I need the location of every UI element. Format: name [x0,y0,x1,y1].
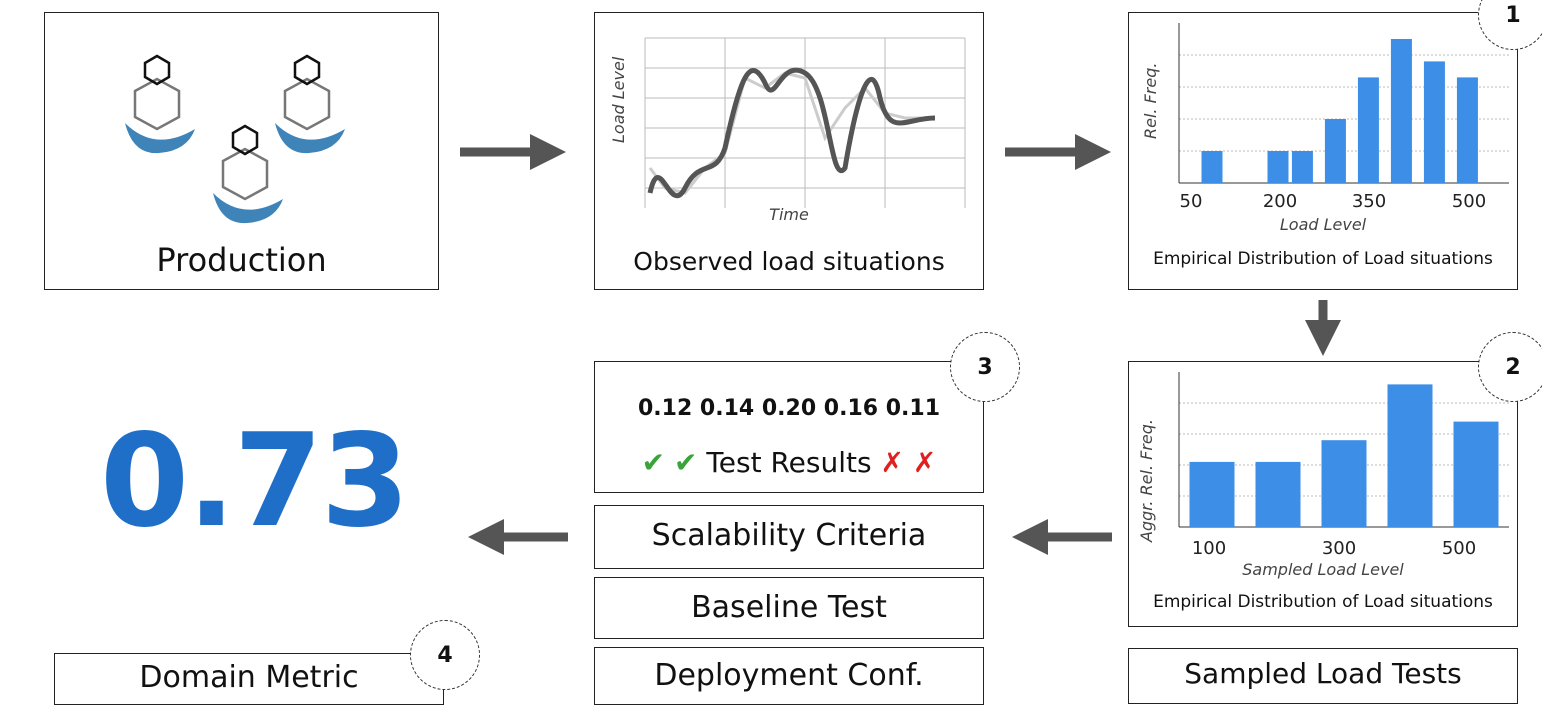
chart-bar [1267,151,1289,183]
x-tick-label: 200 [1262,191,1298,212]
fail-cross-icon: ✗ [880,446,904,479]
step-badge-3: 3 [950,332,1020,402]
test-results-label: Test Results [706,446,872,479]
deployment-conf-box: Deployment Conf. [594,647,984,705]
test-result-values: 0.12 0.14 0.20 0.16 0.11 [637,396,941,421]
sampled-load-level-axis-label: Sampled Load Level [1242,560,1404,579]
x-tick-label: 50 [1179,191,1203,212]
test-results-row: ✔ ✔ Test Results ✗ ✗ [595,446,983,479]
fail-cross-icon: ✗ [912,446,937,479]
chart-bar [1357,77,1379,183]
docker-cluster-icon [125,54,345,224]
domain-metric-value: 0.73 [100,407,410,556]
chart-bar [1324,119,1346,183]
baseline-test-label: Baseline Test [691,590,887,625]
production-box: Production [44,12,439,290]
step-badge-2: 2 [1478,332,1542,402]
sampled-load-tests-label: Sampled Load Tests [1184,657,1462,690]
x-tick-label: 100 [1191,538,1227,559]
chart-bar [1189,461,1235,527]
empirical-distribution-label: Empirical Distribution of Load situation… [1153,249,1493,269]
domain-metric-box: Domain Metric [54,653,444,705]
scalability-criteria-label: Scalability Criteria [651,518,927,553]
sampled-load-tests-box: Sampled Load Tests [1128,648,1518,704]
pass-check-icon: ✔ [674,446,698,479]
x-tick-label: 500 [1451,191,1487,212]
chart-bar [1456,77,1478,183]
sampled-distribution-label: Empirical Distribution of Load situation… [1153,592,1493,612]
pass-check-icon: ✔ [641,446,666,479]
x-tick-label: 350 [1351,191,1387,212]
observed-load-box: Load Level Time Observed load situations [594,12,984,290]
load-level-axis-label: Load Level [1279,215,1367,234]
scalability-criteria-box: Scalability Criteria [594,505,984,569]
chart-bar [1291,151,1313,183]
baseline-test-box: Baseline Test [594,577,984,639]
sampled-distribution-box: Aggr. Rel. Freq. 100 300 500 Sampled Loa… [1128,361,1518,627]
sampled-distribution-chart [1178,372,1509,528]
empirical-distribution-chart [1178,23,1509,184]
domain-metric-label: Domain Metric [139,660,359,695]
production-label: Production [156,241,327,279]
chart-bar [1255,461,1301,527]
chart-bar [1387,384,1433,527]
deployment-conf-label: Deployment Conf. [654,658,924,693]
observed-load-label: Observed load situations [633,247,945,276]
chart-bar [1201,151,1223,183]
x-tick-label: 500 [1441,538,1477,559]
step-badge-4: 4 [410,620,480,690]
empirical-distribution-box: Rel. Freq. 50 200 350 500 Load Level Emp… [1128,12,1518,290]
chart-bar [1390,39,1412,183]
load-timeseries-plot [644,37,966,208]
chart-bar [1321,440,1367,527]
chart-bar [1453,421,1499,527]
x-tick-label: 300 [1321,538,1357,559]
time-axis-label: Time [769,205,809,224]
test-results-box: 0.12 0.14 0.20 0.16 0.11 ✔ ✔ Test Result… [594,361,984,493]
chart-bar [1423,61,1445,183]
